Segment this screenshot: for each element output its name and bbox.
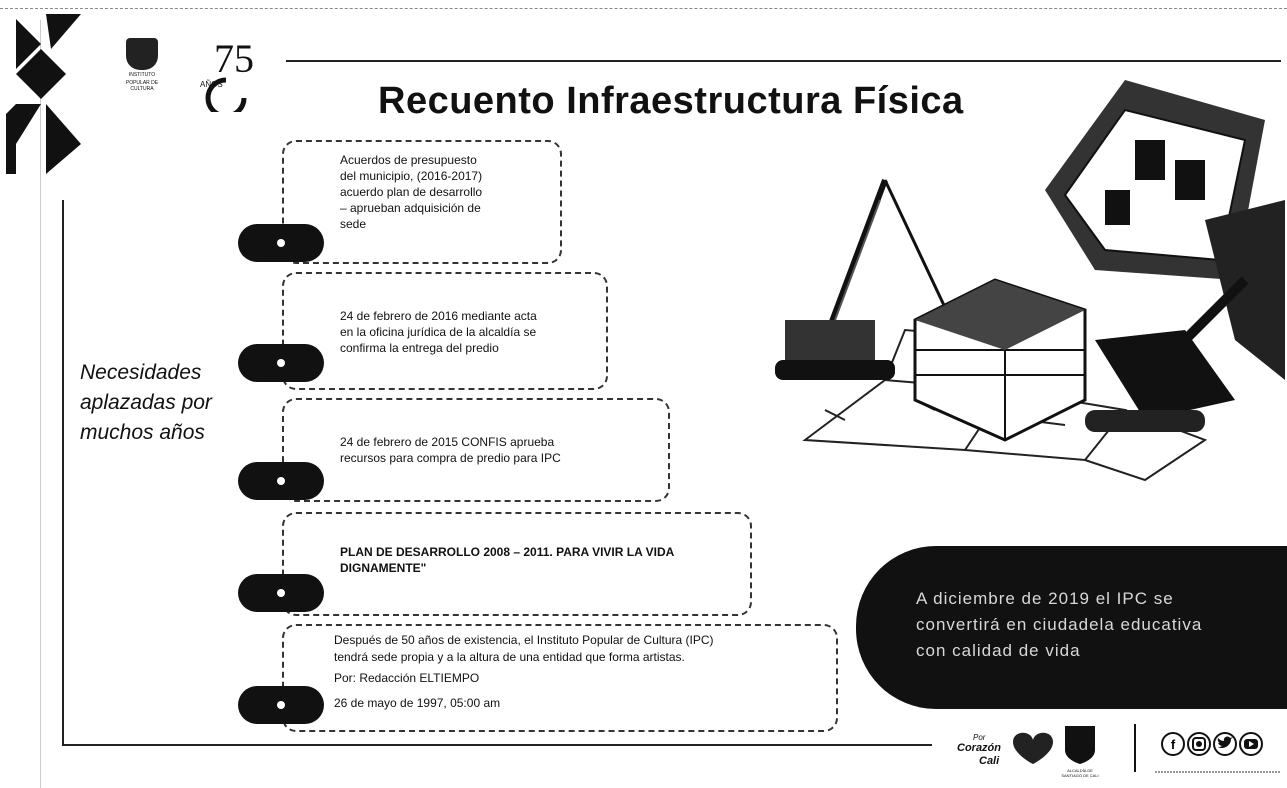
crest-text-2: POPULAR DE CULTURA [125,80,159,92]
facebook-icon[interactable]: f [1161,732,1185,756]
timeline-box-5: Después de 50 años de existencia, el Ins… [282,624,838,732]
timeline-line: 24 de febrero de 2015 CONFIS aprueba [340,435,555,449]
timeline-marker-3 [238,462,324,500]
crest-text-1: INSTITUTO [128,72,156,78]
crest-shield-icon [126,38,158,70]
por-corazon-cali-logo: Por Corazón Cali [957,732,1053,767]
timeline-box-3: 24 de febrero de 2015 CONFIS aprueba rec… [282,398,670,502]
highlight-banner: A diciembre de 2019 el IPC se convertirá… [856,546,1287,709]
timeline-box-2: 24 de febrero de 2016 mediante acta en l… [282,272,608,390]
timeline-line: confirma la entrega del predio [340,341,499,355]
twitter-icon[interactable] [1213,732,1237,756]
slide-frame-bottom [62,744,932,746]
timeline-line: tendrá sede propia y a la altura de una … [334,650,685,664]
timeline-line: en la oficina jurídica de la alcaldía se [340,325,537,339]
marker-dot [277,359,285,367]
svg-text:Corazón: Corazón [957,742,1001,754]
timeline-line: Después de 50 años de existencia, el Ins… [334,633,714,647]
crane-icon [775,178,967,380]
timeline-text-4: PLAN DE DESARROLLO 2008 – 2011. PARA VIV… [340,544,674,576]
construction-illustration [775,80,1285,482]
banner-line: con calidad de vida [916,641,1081,660]
left-scan-border [40,20,41,788]
footer-logos: Por Corazón Cali ALCALDÍA DE SANTIAGO DE… [957,724,1280,778]
instagram-icon[interactable] [1187,732,1211,756]
timeline-line: – aprueban adquisición de [340,201,481,215]
timeline-marker-4 [238,574,324,612]
timeline-line: 26 de mayo de 1997, 05:00 am [334,696,501,710]
ipc-crest-logo: INSTITUTO POPULAR DE CULTURA [118,38,166,110]
svg-text:SANTIAGO DE CALI: SANTIAGO DE CALI [1061,773,1098,778]
side-label-line: muchos años [80,421,205,444]
timeline-text-3: 24 de febrero de 2015 CONFIS aprueba rec… [340,434,561,466]
ipc-k-logo [6,14,81,174]
75-years-logo: 75 AÑOS [200,36,254,112]
timeline-line: sede [340,217,367,231]
marker-dot [277,477,285,485]
timeline-line: Acuerdos de presupuesto [340,153,477,167]
excavator-icon [1085,276,1249,432]
slide-frame-top [286,60,1281,62]
slide-title: Recuento Infraestructura Física [378,80,964,122]
timeline-line: 24 de febrero de 2016 mediante acta [340,309,537,323]
timeline-text-2: 24 de febrero de 2016 mediante acta en l… [340,308,537,356]
alcaldia-cali-shield: ALCALDÍA DE SANTIAGO DE CALI [1061,726,1099,778]
banner-text: A diciembre de 2019 el IPC se convertirá… [916,586,1236,664]
building-block-icon [913,278,1087,442]
collapsing-house-icon [1045,80,1285,380]
banner-line: convertirá en ciudadela educativa [916,615,1203,634]
timeline-marker-1 [238,224,324,262]
timeline-line: recursos para compra de predio para IPC [340,451,561,465]
timeline-line: Por: Redacción ELTIEMPO [334,671,480,685]
top-dashed-border [0,8,1287,9]
timeline-text-1: Acuerdos de presupuesto del municipio, (… [340,152,482,232]
timeline-box-1: Acuerdos de presupuesto del municipio, (… [282,140,562,264]
svg-text:Por: Por [973,733,986,742]
timeline-marker-2 [238,344,324,382]
slide-frame-left [62,200,64,745]
marker-dot [277,701,285,709]
timeline-line: acuerdo plan de desarrollo [340,185,483,199]
svg-text:ALCALDÍA DE: ALCALDÍA DE [1067,768,1093,773]
svg-text:f: f [1171,737,1176,752]
banner-line: A diciembre de 2019 el IPC se [916,589,1174,608]
timeline-line: del municipio, (2016-2017) [340,169,483,183]
side-label-line: Necesidades [80,361,202,384]
anniversary-number: 75 [214,36,254,81]
timeline-line: DIGNAMENTE" [340,561,427,575]
youtube-icon[interactable] [1239,732,1263,756]
timeline-text-5: Después de 50 años de existencia, el Ins… [334,632,714,712]
timeline-box-4: PLAN DE DESARROLLO 2008 – 2011. PARA VIV… [282,512,752,616]
marker-dot [277,239,285,247]
side-label-line: aplazadas por [80,391,212,414]
svg-text:Cali: Cali [979,755,1000,767]
timeline-line: PLAN DE DESARROLLO 2008 – 2011. PARA VIV… [340,545,675,559]
side-label: Necesidades aplazadas por muchos años [80,358,212,448]
marker-dot [277,589,285,597]
timeline-marker-5 [238,686,324,724]
